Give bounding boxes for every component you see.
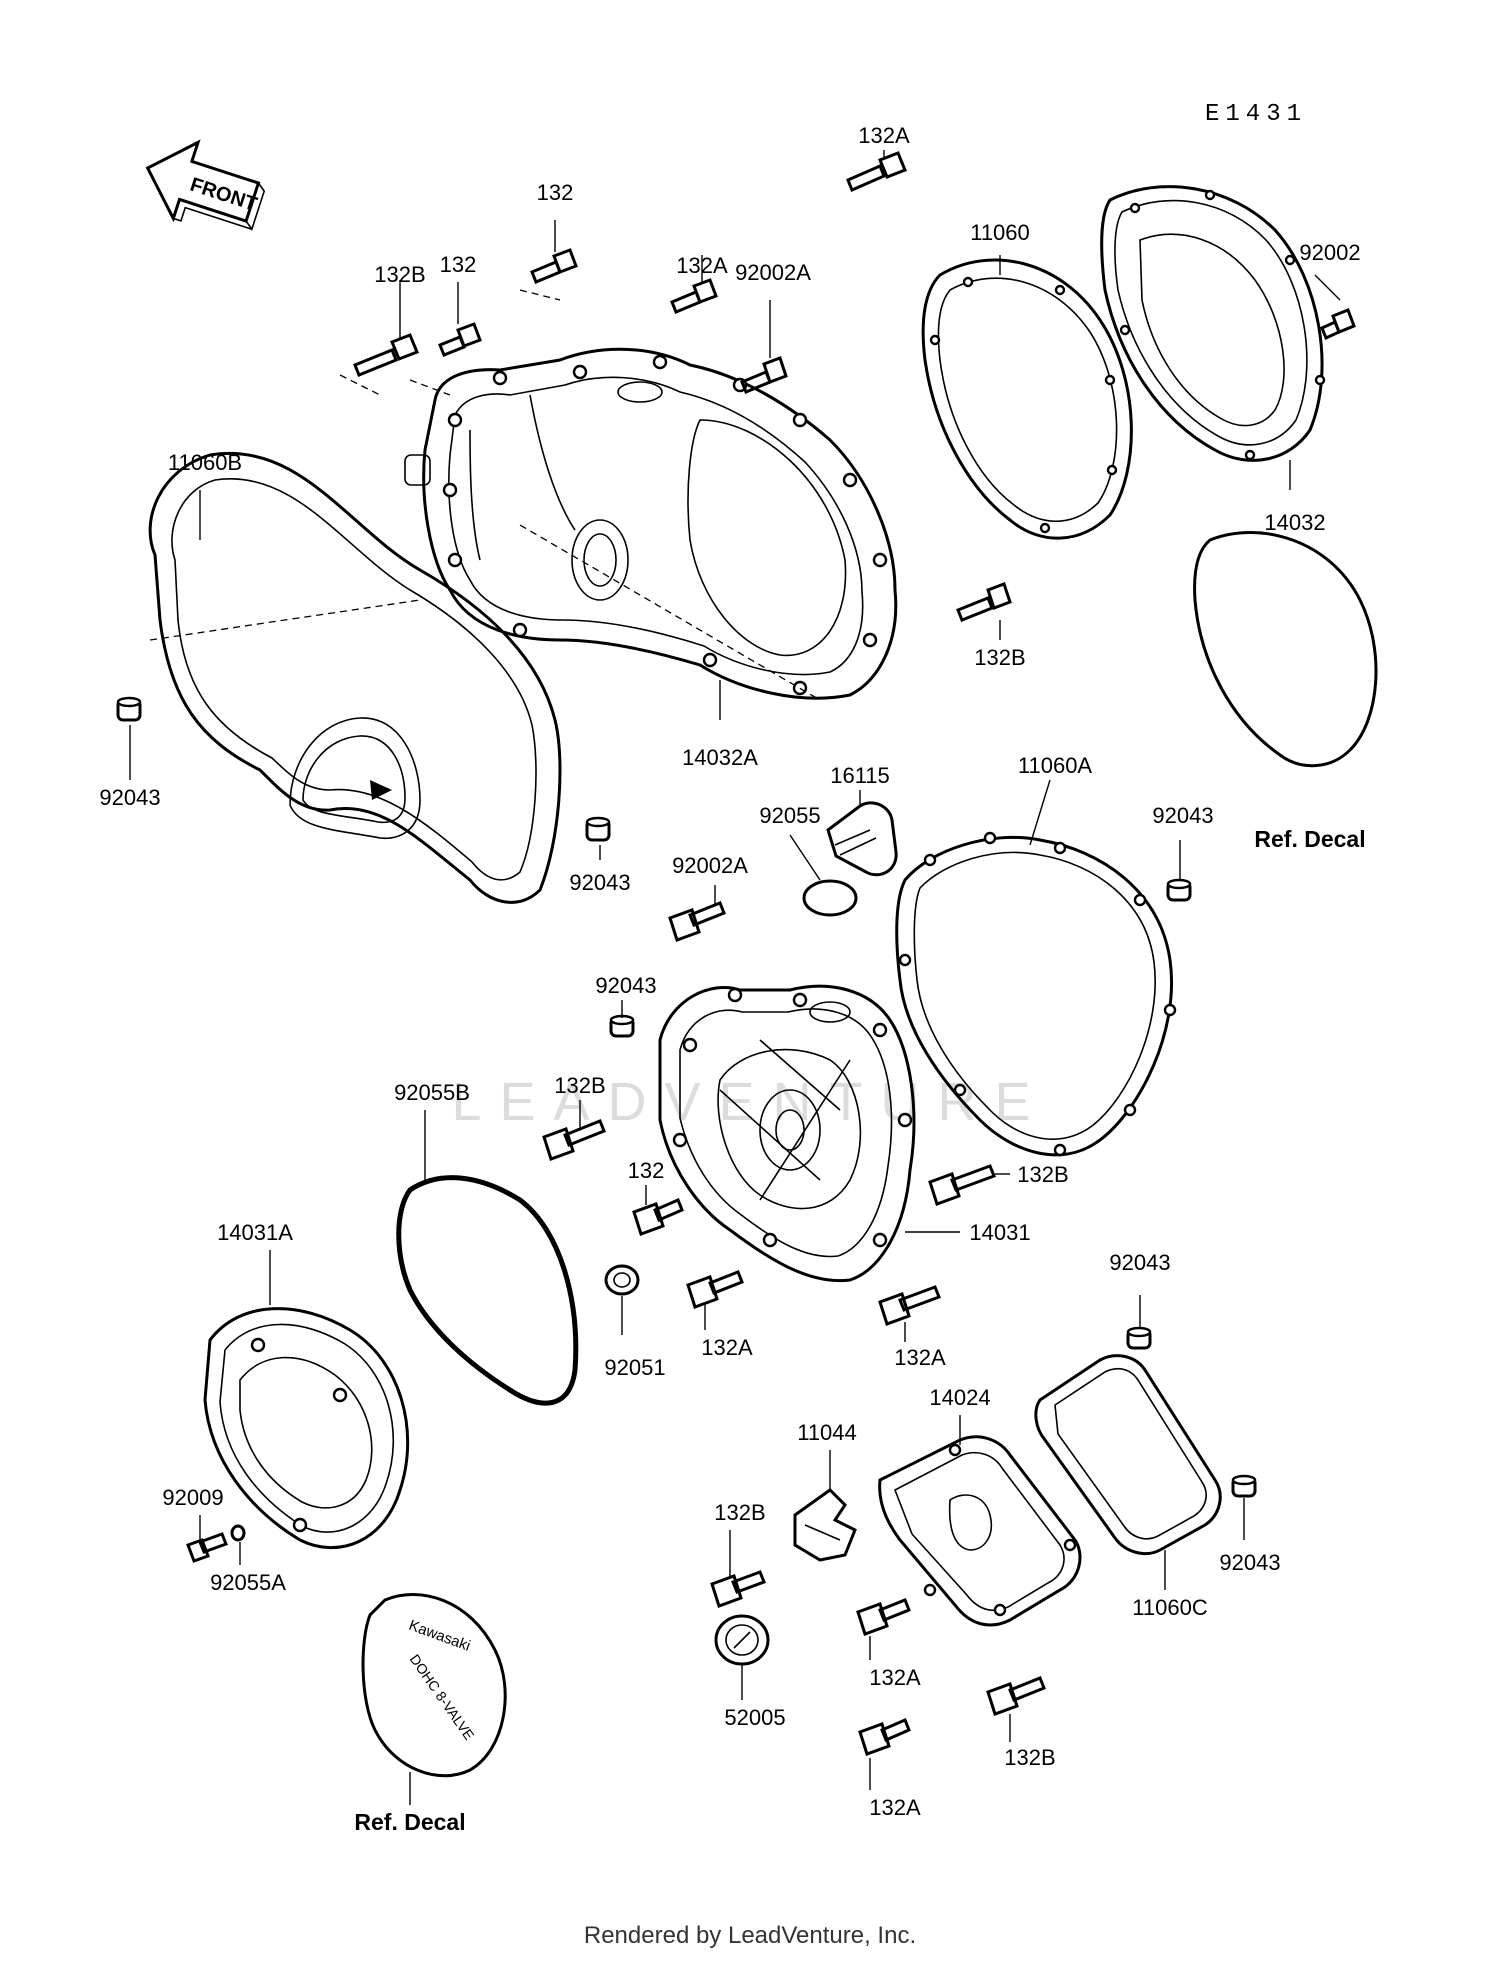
bolt-132-a (530, 248, 578, 284)
front-arrow-icon: FRONT (145, 139, 266, 232)
label-132a-d: 132A (894, 1345, 946, 1370)
bolt-92002a-a (740, 356, 788, 394)
ref-decal-upper (1193, 531, 1378, 768)
label-14031: 14031 (969, 1220, 1030, 1245)
bolt-132a-f (858, 1718, 911, 1756)
label-92002: 92002 (1299, 240, 1360, 265)
ref-decal-lower: Kawasaki DOHC 8-VALVE (361, 1592, 507, 1778)
label-92043-e: 92043 (1109, 1250, 1170, 1275)
crankcase-cover-14032a (404, 347, 898, 700)
bolt-132b-f (986, 1676, 1046, 1716)
label-92055a: 92055A (210, 1570, 286, 1595)
label-92009: 92009 (162, 1485, 223, 1510)
label-132b-a: 132B (374, 262, 425, 287)
dowel-pin-92043-f (1231, 1474, 1257, 1498)
label-16115: 16115 (830, 763, 890, 788)
label-132a-e: 132A (869, 1665, 921, 1690)
o-ring-92055a (230, 1524, 246, 1542)
label-132b-f: 132B (1004, 1745, 1055, 1770)
bolt-132a-e (856, 1598, 911, 1636)
label-92043-c: 92043 (1152, 803, 1213, 828)
label-14031a: 14031A (217, 1220, 293, 1245)
label-132b-b: 132B (974, 645, 1025, 670)
label-92043-b: 92043 (569, 870, 630, 895)
label-14024: 14024 (929, 1385, 990, 1410)
label-92055b: 92055B (394, 1080, 470, 1105)
svg-text:Kawasaki: Kawasaki (406, 1617, 472, 1655)
label-92043-d: 92043 (595, 973, 656, 998)
guide-line (149, 524, 821, 701)
label-92051: 92051 (604, 1355, 665, 1380)
screw-92009 (186, 1532, 228, 1563)
clutch-cover-14031a (203, 1307, 410, 1550)
dowel-pin-92043-b (585, 816, 611, 842)
cap-52005 (714, 1614, 770, 1666)
svg-text:LEADVENTURE: LEADVENTURE (451, 1072, 1048, 1132)
watermark: LEADVENTURE (451, 1072, 1048, 1132)
bolt-132b-b (956, 582, 1012, 622)
gasket-11060c (1034, 1354, 1222, 1555)
cover-14024 (878, 1435, 1082, 1627)
gasket-11060a (895, 831, 1177, 1157)
bolt-132a-top (846, 151, 907, 192)
label-132a-f: 132A (869, 1795, 921, 1820)
oil-seal-92051 (604, 1264, 640, 1296)
gasket-11060 (921, 258, 1133, 540)
label-132-a: 132 (537, 180, 574, 205)
label-92002a-a: 92002A (735, 260, 811, 285)
bolt-92002 (1320, 308, 1356, 341)
label-52005: 52005 (724, 1705, 785, 1730)
guide-line (339, 289, 561, 396)
label-11060: 11060 (970, 220, 1030, 245)
bracket-11044 (793, 1488, 857, 1562)
bolt-132b-a (353, 333, 419, 377)
ref-decal-upper-label: Ref. Decal (1254, 826, 1365, 852)
clutch-cover-14032 (1100, 185, 1326, 462)
label-132-c: 132 (628, 1158, 665, 1183)
bolt-132-b (438, 322, 482, 357)
svg-text:DOHC 8-VALVE: DOHC 8-VALVE (407, 1651, 478, 1743)
dowel-pin-92043-c (1166, 878, 1192, 902)
clutch-cover-14031 (658, 984, 916, 1283)
label-132a-top: 132A (858, 123, 910, 148)
dowel-pin-92043-d (609, 1014, 635, 1038)
label-11060b: 11060B (168, 450, 242, 475)
dowel-pin-92043-e (1126, 1326, 1152, 1350)
label-11044: 11044 (797, 1420, 857, 1445)
part-labels: 132A 132 132B 132 132A 92002A 11060 9200… (99, 123, 1365, 1835)
label-14032: 14032 (1264, 510, 1325, 535)
label-11060a: 11060A (1018, 753, 1093, 778)
label-132-b: 132 (440, 252, 477, 277)
label-132b-d: 132B (1017, 1162, 1068, 1187)
bolt-92002a-b (668, 901, 726, 942)
bolt-132b-c (542, 1119, 606, 1161)
bolt-132-c (632, 1198, 684, 1236)
label-92002a-b: 92002A (672, 853, 748, 878)
label-11060c: 11060C (1132, 1595, 1208, 1620)
o-ring-92055b (396, 1175, 579, 1406)
gasket-11060b (148, 451, 562, 904)
ref-decal-lower-label: Ref. Decal (354, 1809, 465, 1835)
label-92043-f: 92043 (1219, 1550, 1280, 1575)
label-132a-b: 132A (676, 253, 728, 278)
label-132b-e: 132B (714, 1500, 765, 1525)
label-92055: 92055 (759, 803, 820, 828)
label-14032a: 14032A (682, 745, 758, 770)
dowel-pin-92043-a (116, 696, 142, 722)
label-132b-c: 132B (554, 1073, 605, 1098)
bolt-132a-c (686, 1270, 744, 1309)
bolt-132a-b (670, 278, 718, 314)
o-ring-92055 (802, 879, 858, 917)
bolt-132a-d (878, 1285, 941, 1326)
bolt-132b-d (928, 1164, 996, 1206)
diagram-code: E1431 (1205, 101, 1307, 128)
footer-credit: Rendered by LeadVenture, Inc. (583, 1922, 917, 1949)
oil-filler-cap-16115 (826, 801, 898, 877)
bolt-132b-e (710, 1570, 766, 1608)
leader-lines (129, 150, 1341, 1805)
label-92043-a: 92043 (99, 785, 160, 810)
label-132a-c: 132A (701, 1335, 753, 1360)
